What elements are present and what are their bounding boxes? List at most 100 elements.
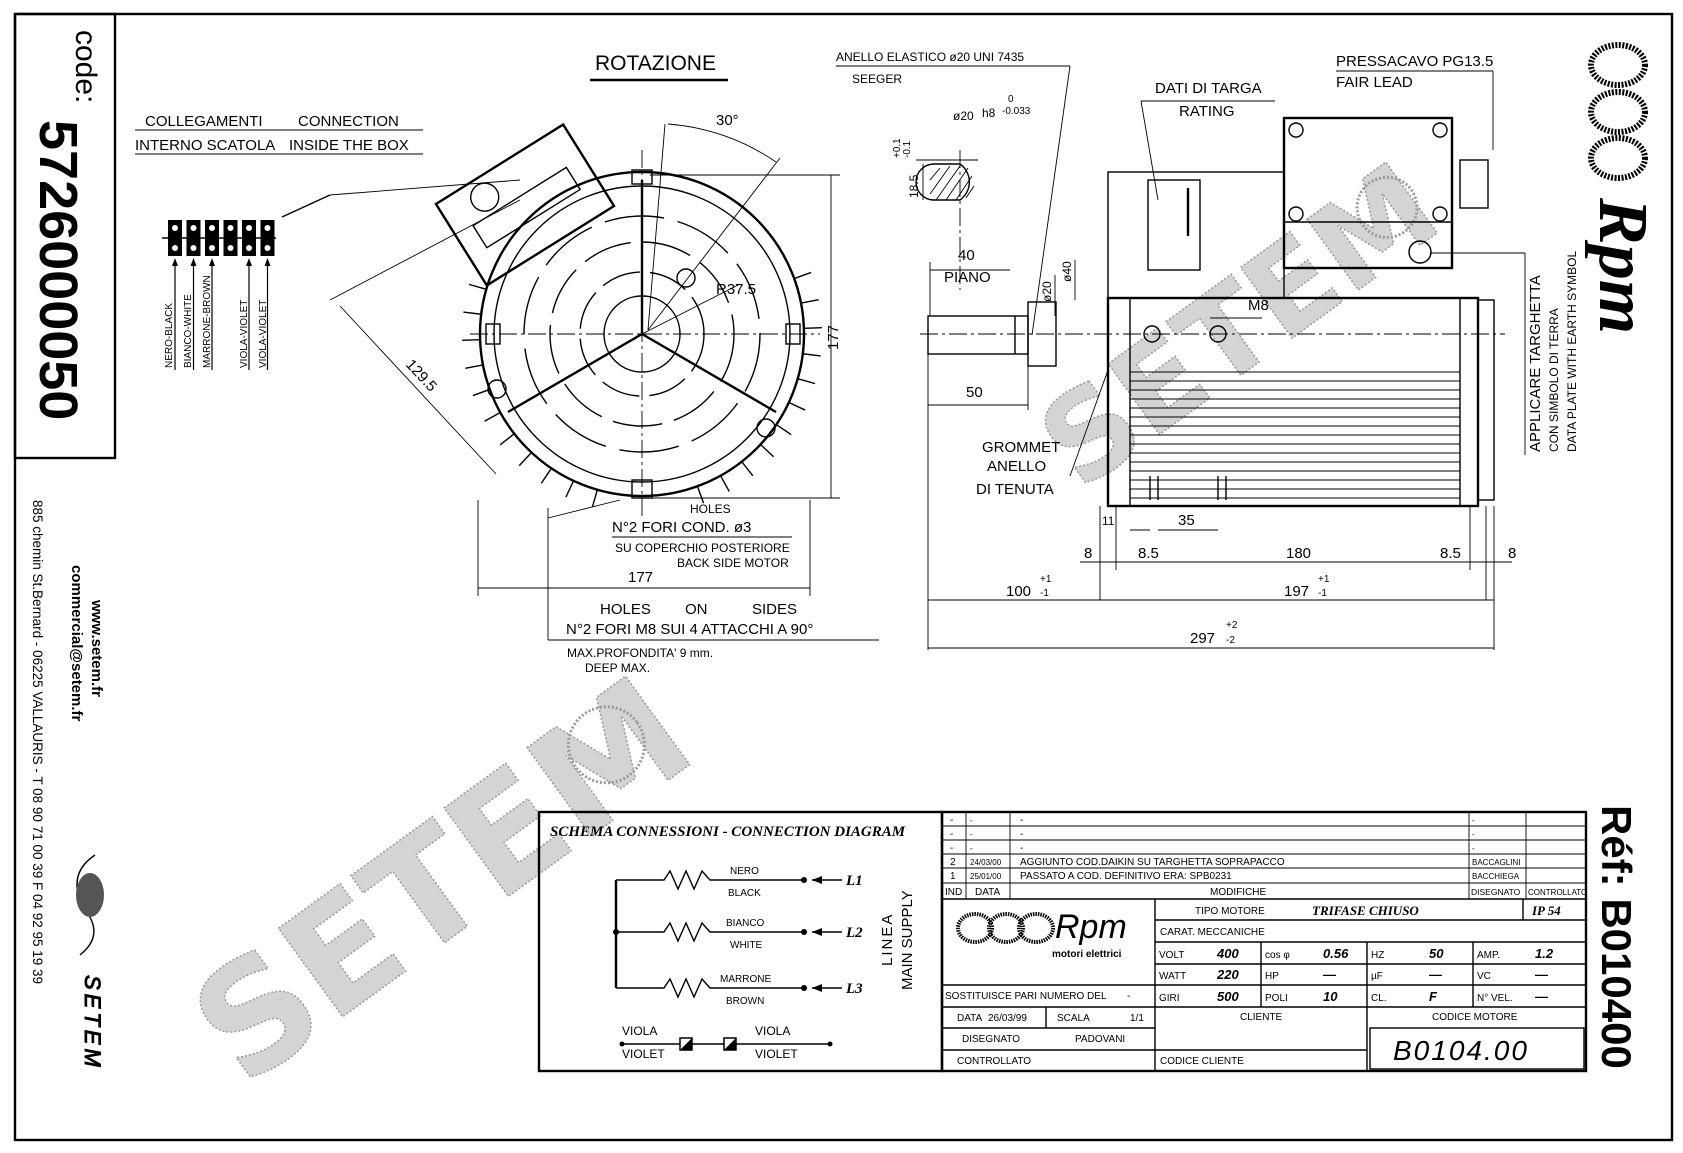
connection-diagram: SCHEMA CONNESSIONI - CONNECTION DIAGRAM … [537,810,944,1073]
front-view: ROTAZIONE COLLEGAMENTI INTERNO SCATOLA C… [135,52,879,675]
spec-value: 1.2 [1535,946,1554,961]
revision-row: ---- [950,815,1475,826]
spec-label: WATT [1159,971,1186,982]
drawing-label: PRESSACAVO PG13.5 [1336,53,1493,70]
side-dimensions: 40 PIANO ø20 ø40 M8 50 GROMMET ANELLO DI… [927,247,1516,650]
drawing-label: HOLES [600,601,651,618]
spec-value: 400 [1216,946,1239,961]
cooling-fin [465,364,484,370]
earth-symbol-icon [1408,240,1432,264]
drawing-label: 8.5 [1138,545,1159,562]
drawing-label: 177 [825,325,842,350]
drawing-label: MAIN SUPPLY [899,890,916,990]
drawing-label: 11 [1102,514,1115,528]
spec-value: 0.56 [1323,946,1349,961]
revision-headers: IND DATA MODIFICHE DISEGNATO CONTROLLATO [945,887,1587,898]
drawing-label: - [1127,991,1130,1002]
cooling-fin [696,485,705,504]
drawing-label: CODICE MOTORE [1432,1012,1518,1023]
drawing-label: DATA [975,887,1001,898]
terminal [260,220,275,256]
drawing-label: L3 [845,981,863,997]
sheet-border [13,12,1674,1142]
drawing-label: Rpm [1584,197,1661,334]
drawing-label: R37.5 [716,281,756,298]
cooling-fin [803,327,822,330]
cooling-fin [760,443,775,458]
drawing-label: SIDES [752,601,797,618]
cooling-fin [462,338,481,341]
drawing-label: L1 [845,873,863,889]
cooling-fin [518,452,533,467]
drawing-label: TRIFASE CHIUSO [1312,903,1419,918]
code-label: code: [69,30,102,103]
drawing-label: NERO-BLACK [164,303,175,368]
drawing-label: +2 [1226,620,1238,631]
product-code: code: 5726000050 [28,30,102,420]
drawing-label: ø20 [953,109,974,123]
revision-drawn: - [1472,816,1475,825]
drawing-label: SEEGER [852,72,902,86]
drawing-label: 180 [1286,545,1311,562]
website: www.setem.fr [88,599,105,697]
spec-label: HZ [1371,950,1384,961]
drawing-label: PADOVANI [1075,1034,1125,1045]
thermal-protector: VIOLA VIOLET VIOLA VIOLET [619,1024,833,1061]
email: commercial@setem.fr [68,565,85,722]
drawing-label: +1 [1318,574,1330,585]
drawing-label: VIOLA [622,1024,657,1038]
revision-ind: 1 [950,871,956,882]
revision-ind: - [950,843,953,854]
leader-arrow [281,194,331,218]
drawing-label: IP 54 [1531,903,1561,918]
drawing-label: 18.5 [907,174,921,198]
drawing-label: CODICE CLIENTE [1160,1056,1244,1067]
terminal [205,220,219,256]
drawing-label: 100 [1006,583,1031,600]
drawing-label: VIOLET [755,1047,798,1061]
drawing-label: Rpm [1055,908,1127,946]
drawing-label: 8.5 [1440,545,1461,562]
drawing-label: L2 [845,925,863,941]
drawing-label: CON SIMBOLO DI TERRA [1547,308,1561,452]
drawing-label: VIOLA-VIOLET [258,300,269,368]
revision-desc: - [1020,843,1023,854]
rpm-logo: Rpm motori elettrici [956,908,1127,960]
terminal [223,220,238,256]
drawing-label: WHITE [730,940,763,951]
drawing-label: ANELLO ELASTICO ø20 UNI 7435 [836,50,1024,64]
cooling-fin [472,388,491,397]
drawing-label: 30° [716,112,739,129]
revision-date: - [970,816,973,825]
drawing-label: DATA PLATE WITH EARTH SYMBOL [1565,251,1579,452]
cooling-fin [719,475,730,492]
drawing-label: 26/03/99 [988,1013,1027,1024]
screw-icon [676,268,696,288]
cooling-fin [775,424,792,436]
connections-label-en-2: INSIDE THE BOX [289,137,409,154]
drawing-label: motori elettrici [1052,949,1122,960]
spec-value: — [1428,967,1443,982]
spec-label: HP [1265,971,1279,982]
revision-drawn: BACCHIEGA [1472,872,1520,881]
address: 885 chemin St.Bernard - 06225 VALLAURIS … [30,500,45,984]
drawing-label: N°2 FORI COND. ø3 [612,519,751,536]
revision-ind: - [950,829,953,840]
cable-gland [1459,159,1489,209]
drawing-label: -0.033 [1002,106,1031,117]
revision-desc: - [1020,815,1023,826]
rpm-logo-vertical: Rpm [1584,42,1661,334]
drawing-label: +1 [1040,574,1052,585]
phase-l2: BIANCO WHITE L2 [613,918,863,951]
code-number: 5726000050 [28,120,88,420]
spec-label: CL. [1371,993,1387,1004]
spec-value: — [1322,967,1337,982]
revision-desc: PASSATO A COD. DEFINITIVO ERA: SPB0231 [1020,871,1232,882]
cooling-fin [591,489,599,508]
revision-date: - [970,830,973,839]
terminal-block [162,220,276,370]
